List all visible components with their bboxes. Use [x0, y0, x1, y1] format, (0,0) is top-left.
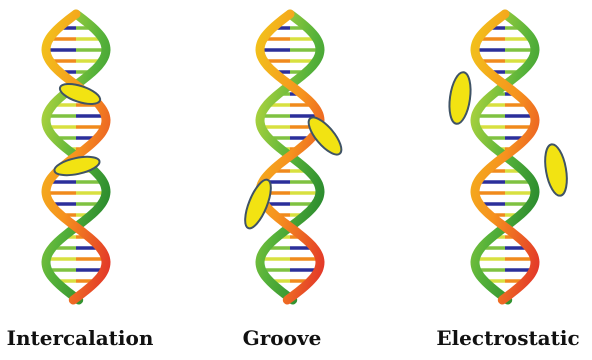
caption-groove: Groove [243, 326, 322, 350]
caption-electrostatic: Electrostatic [436, 326, 579, 350]
helix-groove [240, 14, 347, 300]
ligand-electrostatic-1 [446, 71, 473, 125]
dna-strand-orange [260, 14, 320, 300]
ligand-electrostatic-2 [542, 143, 571, 198]
dna-strand-orange [475, 14, 535, 300]
dna-strand-orange [46, 14, 106, 300]
helix-intercalation [46, 14, 106, 300]
caption-intercalation: Intercalation [7, 326, 154, 350]
helix-electrostatic [446, 14, 570, 300]
